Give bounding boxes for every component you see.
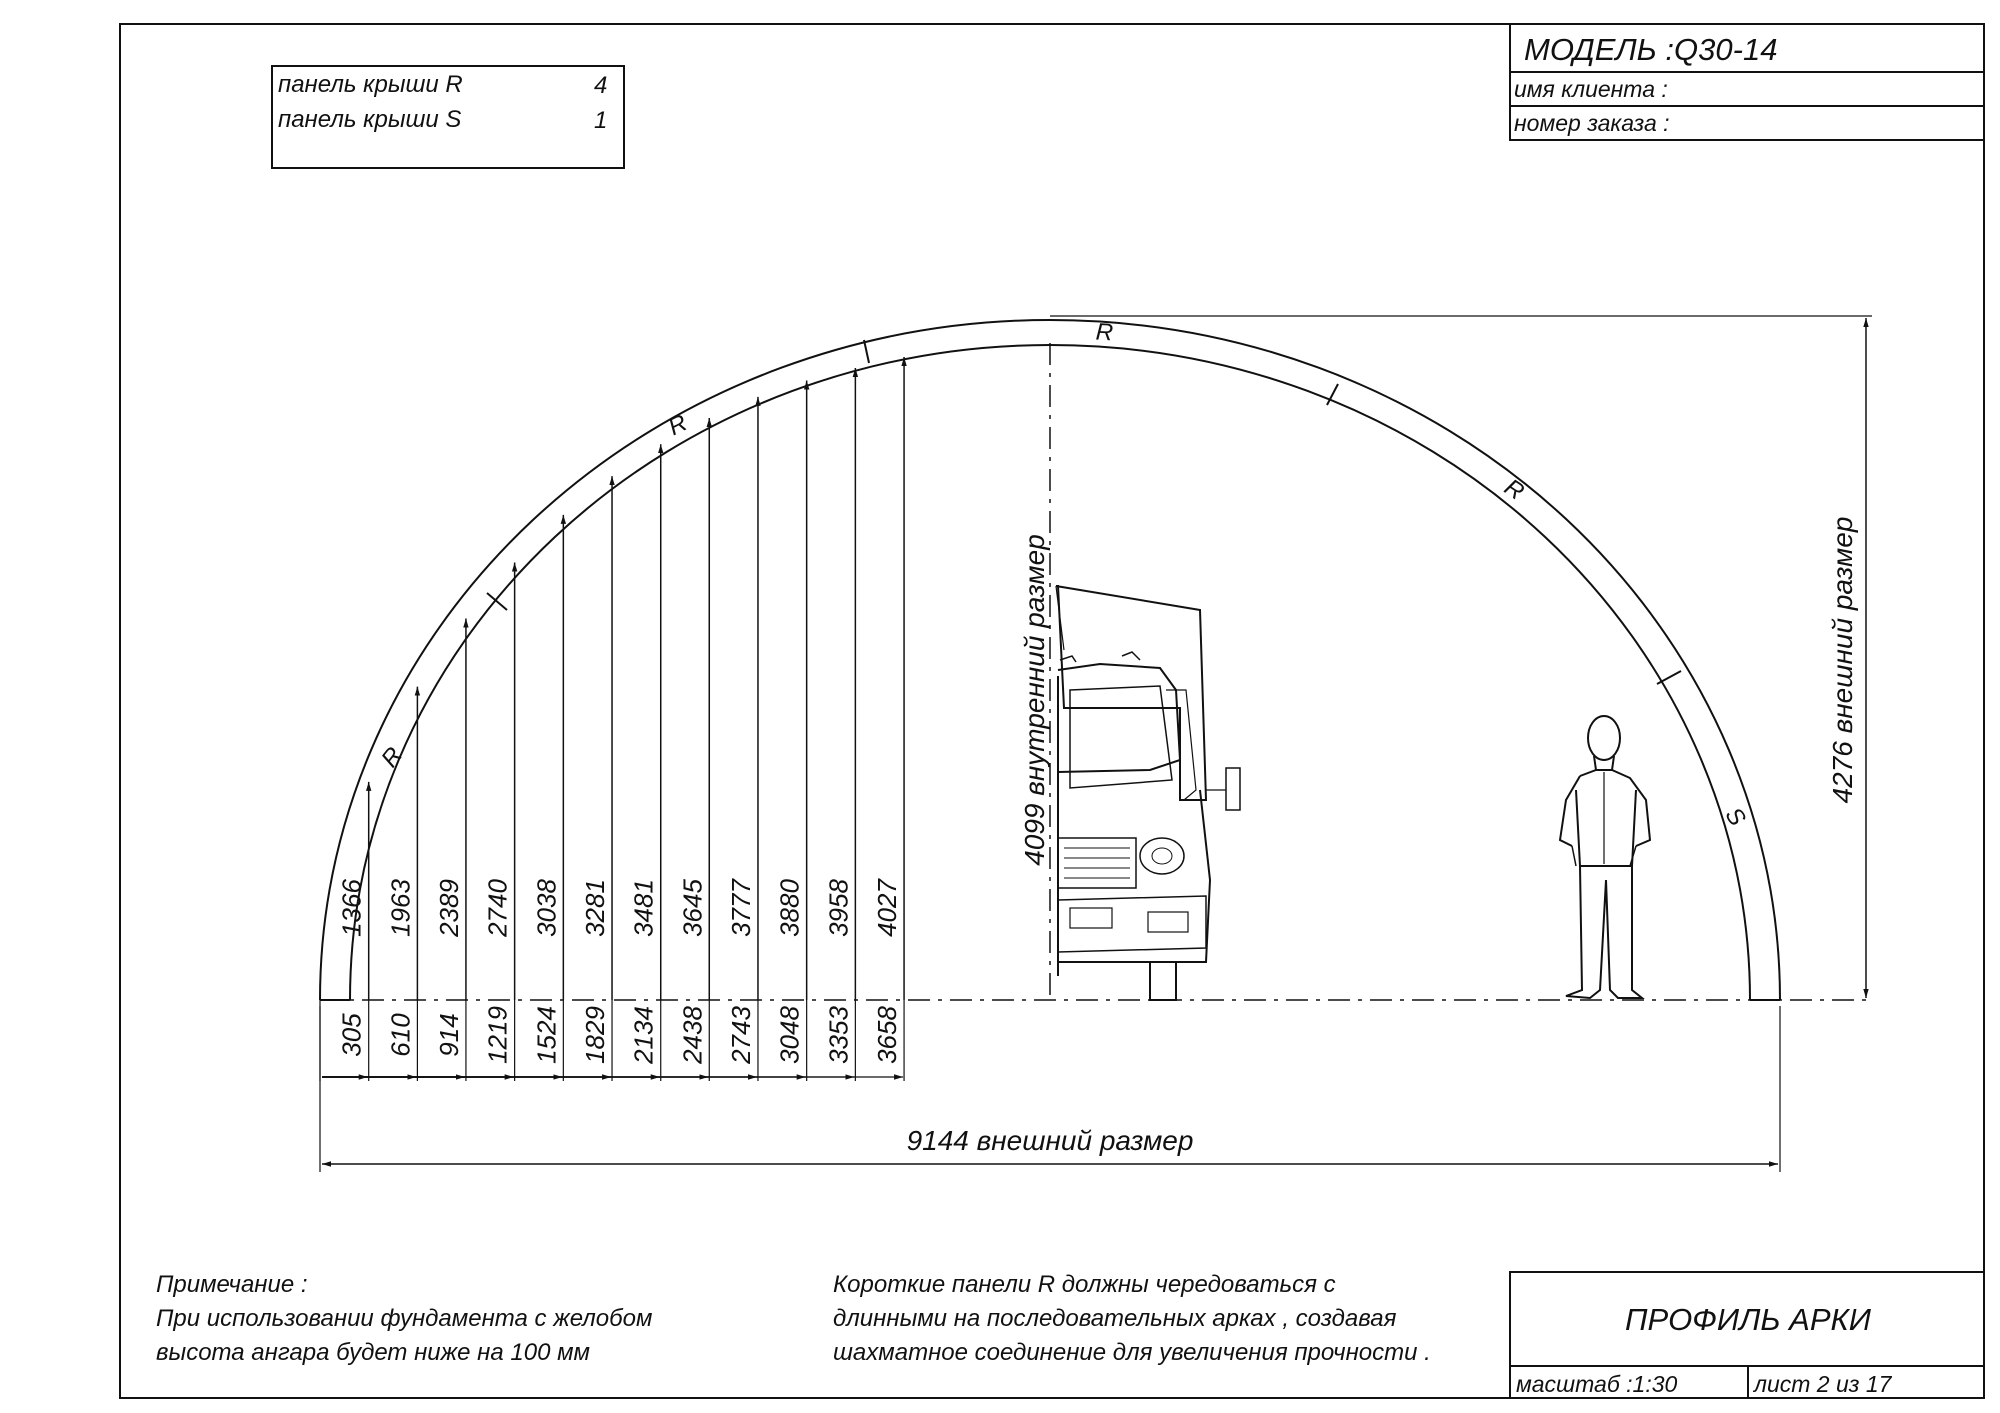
- panel-joint: [1656, 670, 1682, 685]
- panel-s-label: панель крыши S: [278, 106, 461, 133]
- position-dimension-value: 1524: [531, 1006, 561, 1064]
- height-dimension-value: 3958: [823, 879, 853, 937]
- height-dimension-value: 3038: [531, 879, 561, 937]
- order-label: номер заказа :: [1514, 110, 1670, 136]
- position-dimension-value: 610: [385, 1013, 415, 1057]
- note-left-line2: высота ангара будет ниже на 100 мм: [156, 1339, 590, 1366]
- height-dimensions: 1366 1963 2389 2740 3038 3281 3481 3645 3777 3880…: [337, 357, 907, 1000]
- note-left-title: Примечание :: [156, 1271, 308, 1298]
- position-dimension-value: 1219: [483, 1006, 513, 1064]
- outer-height-label: 4276 внешний размер: [1827, 517, 1858, 804]
- drawing-title-block: ПРОФИЛЬ АРКИ масштаб :1:30 лист 2 из 17: [1509, 1271, 1985, 1399]
- arch-label-r: R: [376, 742, 408, 772]
- panel-count-table: панель крыши R 4 панель крыши S 1: [271, 65, 625, 169]
- width-dimension: 9144 внешний размер: [319, 1006, 1781, 1172]
- sheet-frame: [119, 23, 1985, 1399]
- height-dimension-value: 3645: [677, 879, 707, 937]
- panel-joint: [486, 592, 508, 611]
- height-dimension-value: 2389: [434, 879, 464, 938]
- sheet-label: лист 2 из 17: [1752, 1371, 1893, 1397]
- arch-outer-line: [319, 319, 1781, 1001]
- height-dimension-value: 3880: [775, 879, 805, 937]
- panel-s-count: 1: [594, 107, 607, 134]
- panel-r-count: 4: [594, 72, 607, 99]
- position-dimensions: 305 610 914 1219 1524 1829 2134 2438 2743 3048 335…: [319, 1000, 905, 1081]
- arch-label-r: R: [1095, 319, 1114, 347]
- note-left-line1: При использовании фундамента с желобом: [156, 1305, 652, 1332]
- truck-illustration: [1055, 585, 1241, 1001]
- person-illustration: [1558, 715, 1652, 1000]
- client-label: имя клиента :: [1514, 76, 1668, 102]
- position-dimension-value: 305: [337, 1013, 367, 1057]
- drawing-title: ПРОФИЛЬ АРКИ: [1625, 1302, 1872, 1337]
- height-dimension-value: 2740: [483, 879, 513, 938]
- height-dimension-value: 3777: [726, 878, 756, 937]
- height-dimension-value: 3481: [629, 879, 659, 937]
- model-label: МОДЕЛЬ :Q30-14: [1524, 32, 1777, 67]
- arch-label-r: R: [664, 409, 691, 441]
- outer-height-dimension: 4276 внешний размер: [1827, 318, 1869, 998]
- inner-height-label: 4099 внутренний размер: [1019, 534, 1050, 866]
- position-dimension-value: 2134: [629, 1006, 659, 1065]
- height-dimension-value: 1963: [385, 879, 415, 937]
- scale-label: масштаб :1:30: [1516, 1371, 1678, 1397]
- position-dimension-value: 3658: [872, 1006, 902, 1064]
- height-dimension-value: 3281: [580, 879, 610, 937]
- note-right-line1: Короткие панели R должны чередоваться с: [833, 1271, 1336, 1298]
- panel-joint: [863, 339, 870, 364]
- panel-joint: [1326, 383, 1339, 406]
- width-dimension-label: 9144 внешний размер: [907, 1125, 1194, 1156]
- note-right-line2: длинными на последовательных арках , соз…: [833, 1305, 1397, 1332]
- panel-r-label: панель крыши R: [278, 71, 463, 98]
- position-dimension-value: 914: [434, 1013, 464, 1056]
- position-dimension-value: 3048: [775, 1006, 805, 1064]
- position-dimension-value: 2438: [677, 1006, 707, 1065]
- height-dimension-value: 4027: [872, 878, 902, 937]
- position-dimension-value: 2743: [726, 1006, 756, 1065]
- position-dimension-value: 1829: [580, 1006, 610, 1064]
- note-right-line3: шахматное соединение для увеличения проч…: [833, 1339, 1431, 1366]
- position-dimension-value: 3353: [823, 1006, 853, 1064]
- title-block: МОДЕЛЬ :Q30-14 имя клиента : номер заказ…: [1509, 23, 1985, 141]
- height-dimension-value: 1366: [337, 879, 367, 937]
